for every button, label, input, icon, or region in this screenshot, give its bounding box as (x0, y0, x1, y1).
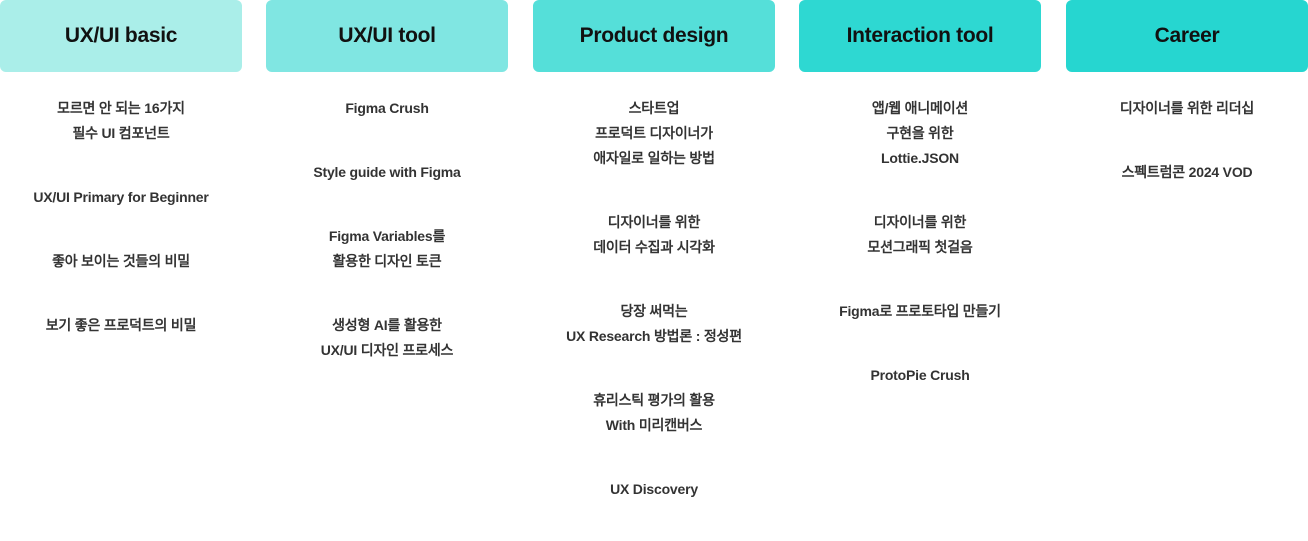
course-item[interactable]: 스펙트럼콘 2024 VOD (1121, 164, 1253, 180)
column-ux-ui-tool: UX/UI tool Figma Crush Style guide with … (266, 0, 508, 402)
column-ux-ui-basic: UX/UI basic 모르면 안 되는 16가지 필수 UI 컴포넌트 UX/… (0, 0, 242, 377)
course-item[interactable]: Figma Crush (345, 100, 429, 116)
course-item[interactable]: Figma Variables를 활용한 디자인 토큰 (328, 228, 446, 269)
course-item[interactable]: 당장 써먹는 UX Research 방법론 : 정성편 (566, 303, 742, 344)
course-category-grid: UX/UI basic 모르면 안 되는 16가지 필수 UI 컴포넌트 UX/… (0, 0, 1308, 497)
course-item[interactable]: UX Discovery (610, 481, 698, 497)
category-header[interactable]: UX/UI tool (266, 0, 508, 72)
course-item[interactable]: 스타트업 프로덕트 디자이너가 애자일로 일하는 방법 (593, 100, 715, 166)
course-item[interactable]: 디자이너를 위한 데이터 수집과 시각화 (593, 214, 715, 255)
column-product-design: Product design 스타트업 프로덕트 디자이너가 애자일로 일하는 … (533, 0, 775, 541)
category-header[interactable]: Interaction tool (799, 0, 1041, 72)
course-item[interactable]: 디자이너를 위한 리더십 (1119, 100, 1255, 116)
course-item[interactable]: 앱/웹 애니메이션 구현을 위한 Lottie.JSON (871, 100, 969, 166)
category-header[interactable]: Career (1066, 0, 1308, 72)
course-item[interactable]: ProtoPie Crush (870, 367, 970, 383)
course-item[interactable]: UX/UI Primary for Beginner (33, 189, 209, 205)
category-header[interactable]: Product design (533, 0, 775, 72)
column-interaction-tool: Interaction tool 앱/웹 애니메이션 구현을 위한 Lottie… (799, 0, 1041, 427)
course-item[interactable]: 보기 좋은 프로덕트의 비밀 (45, 317, 197, 333)
course-item[interactable]: 디자이너를 위한 모션그래픽 첫걸음 (867, 214, 973, 255)
course-item[interactable]: 좋아 보이는 것들의 비밀 (52, 253, 190, 269)
course-item[interactable]: Figma로 프로토타입 만들기 (839, 303, 1001, 319)
course-item[interactable]: 휴리스틱 평가의 활용 With 미리캔버스 (593, 392, 715, 433)
category-header[interactable]: UX/UI basic (0, 0, 242, 72)
column-career: Career 디자이너를 위한 리더십 스펙트럼콘 2024 VOD (1066, 0, 1308, 224)
course-item[interactable]: 모르면 안 되는 16가지 필수 UI 컴포넌트 (57, 100, 185, 141)
course-item[interactable]: 생성형 AI를 활용한 UX/UI 디자인 프로세스 (320, 317, 454, 358)
course-item[interactable]: Style guide with Figma (313, 164, 461, 180)
